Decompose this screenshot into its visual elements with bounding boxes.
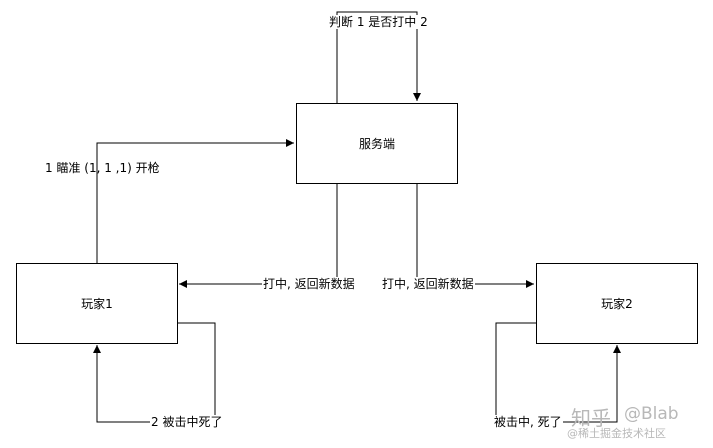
judge-hit-label: 判断 1 是否打中 2 (328, 15, 429, 29)
watermark-handle: @Blab (624, 404, 679, 424)
aim-fire-label: 1 瞄准 (1, 1 ,1) 开枪 (45, 161, 160, 175)
hit-return-right-label: 打中, 返回新数据 (381, 277, 475, 291)
edge-hit-return-left (179, 183, 338, 288)
edge-judge-hit (336, 11, 421, 103)
p2-self-label: 被击中, 死了 (493, 415, 563, 429)
server-label: 服务端 (358, 137, 395, 151)
watermark-sub: @稀土掘金技术社区 (567, 427, 666, 440)
edge-hit-return-right (416, 183, 534, 288)
hit-return-left-label: 打中, 返回新数据 (262, 277, 356, 291)
p1-self-label: 2 被击中死了 (150, 415, 224, 429)
watermark-brand: 知乎 (571, 406, 611, 430)
player1-node: 玩家1 (16, 263, 178, 344)
server-node: 服务端 (296, 103, 458, 184)
player2-label: 玩家2 (601, 297, 633, 311)
player1-label: 玩家1 (81, 297, 113, 311)
player2-node: 玩家2 (536, 263, 698, 344)
edge-aim-fire (96, 139, 294, 263)
